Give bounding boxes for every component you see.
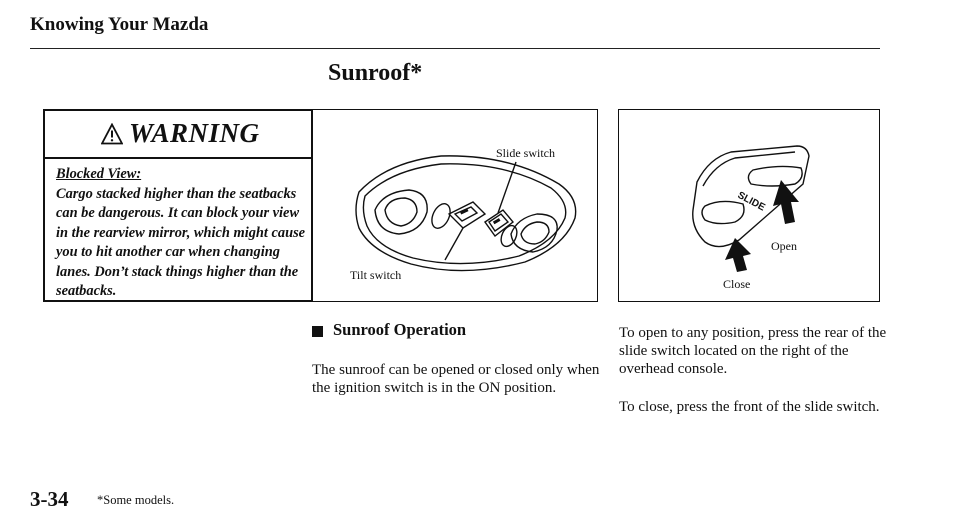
overhead-console-illustration (355, 155, 577, 272)
slide-switch-label: Slide switch (496, 146, 555, 160)
warning-title: WARNING (129, 118, 260, 148)
header-divider (30, 48, 880, 49)
warning-triangle-icon (101, 123, 123, 145)
warning-subtitle: Blocked View: (56, 166, 142, 182)
footnote: *Some models. (97, 493, 175, 507)
page-number: 3-34 (30, 487, 69, 511)
tilt-switch-label: Tilt switch (350, 268, 402, 282)
warning-header: WARNING (45, 111, 311, 159)
warning-box: WARNING Blocked View: Cargo stacked high… (43, 109, 313, 302)
close-label: Close (723, 277, 751, 291)
header-title: Knowing Your Mazda (30, 14, 209, 35)
slide-switch-figure: SLIDE Open Close (618, 109, 880, 302)
section-heading: Sunroof Operation (333, 320, 467, 339)
page-title: Sunroof* (328, 60, 423, 86)
close-instruction-paragraph: To close, press the front of the slide s… (619, 399, 880, 415)
overhead-console-figure: Slide switch Tilt switch (312, 109, 598, 302)
open-label: Open (771, 239, 797, 253)
slide-switch-illustration: SLIDE (692, 145, 810, 272)
warning-body: Blocked View: Cargo stacked higher than … (56, 165, 310, 302)
warning-text: Cargo stacked higher than the seatbacks … (56, 185, 306, 300)
operation-paragraph: The sunroof can be opened or closed only… (312, 362, 600, 396)
open-instruction-paragraph: To open to any position, press the rear … (619, 325, 887, 377)
switch-engraving: SLIDE (736, 190, 767, 214)
section-bullet (312, 326, 323, 337)
open-arrow-icon (773, 180, 799, 224)
close-arrow-icon (725, 238, 751, 272)
